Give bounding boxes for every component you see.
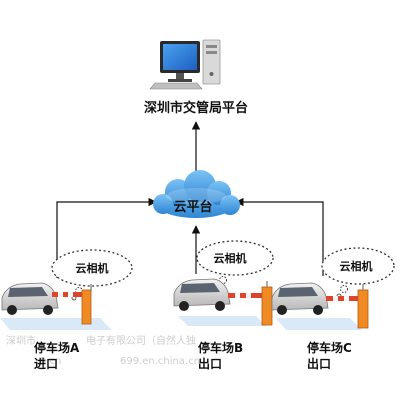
camera-bubble-a-label: 云相机 <box>76 261 109 275</box>
lot-a-name: 停车场A <box>34 340 80 355</box>
computer-monitor-icon <box>160 41 200 82</box>
parking-scene-c <box>271 282 369 330</box>
car-icon <box>1 282 59 315</box>
camera-bubble-b-label: 云相机 <box>214 251 247 265</box>
lot-c-label: 停车场C 出口 <box>307 340 352 371</box>
watermark-line2: 电子有限公司（自然人独 <box>86 334 196 347</box>
lot-c-name: 停车场C <box>307 340 352 355</box>
computer-tower-icon <box>202 39 221 85</box>
lot-a-label: 停车场A 进口 <box>34 340 80 371</box>
platform-label: 深圳市交管局平台 <box>144 100 248 116</box>
arrow-lot-a-to-cloud <box>56 197 157 278</box>
car-icon <box>271 282 329 315</box>
lot-b-label: 停车场B 出口 <box>198 340 243 371</box>
watermark-line4: 699.en.china.cn <box>120 356 200 367</box>
lot-c-gate: 出口 <box>307 356 331 371</box>
car-icon <box>173 278 231 311</box>
parking-scene-b <box>173 278 273 326</box>
camera-bubble-c-label: 云相机 <box>340 259 373 273</box>
camera-bubble-c: 云相机 <box>321 247 395 299</box>
computer-icon <box>149 39 221 90</box>
watermark-line3: 9.cn <box>40 356 61 367</box>
cloud-label: 云平台 <box>173 199 212 215</box>
watermark: 深圳市 电子有限公司（自然人独 9.cn 699.en.china.cn <box>6 334 200 367</box>
connector-arrows <box>56 121 324 278</box>
arrow-lot-c-to-cloud <box>235 197 324 276</box>
barrier-gate-icon <box>52 284 92 325</box>
watermark-line1: 深圳市 <box>6 334 36 347</box>
lot-a-gate: 进口 <box>34 356 58 371</box>
parking-scene-a <box>0 282 112 330</box>
cloud-icon <box>153 170 240 218</box>
keyboard-icon <box>149 82 203 90</box>
lot-b-gate: 出口 <box>198 356 222 371</box>
camera-bubble-b: 云相机 <box>196 240 274 290</box>
barrier-gate-icon <box>326 284 369 329</box>
lot-b-name: 停车场B <box>198 340 243 355</box>
